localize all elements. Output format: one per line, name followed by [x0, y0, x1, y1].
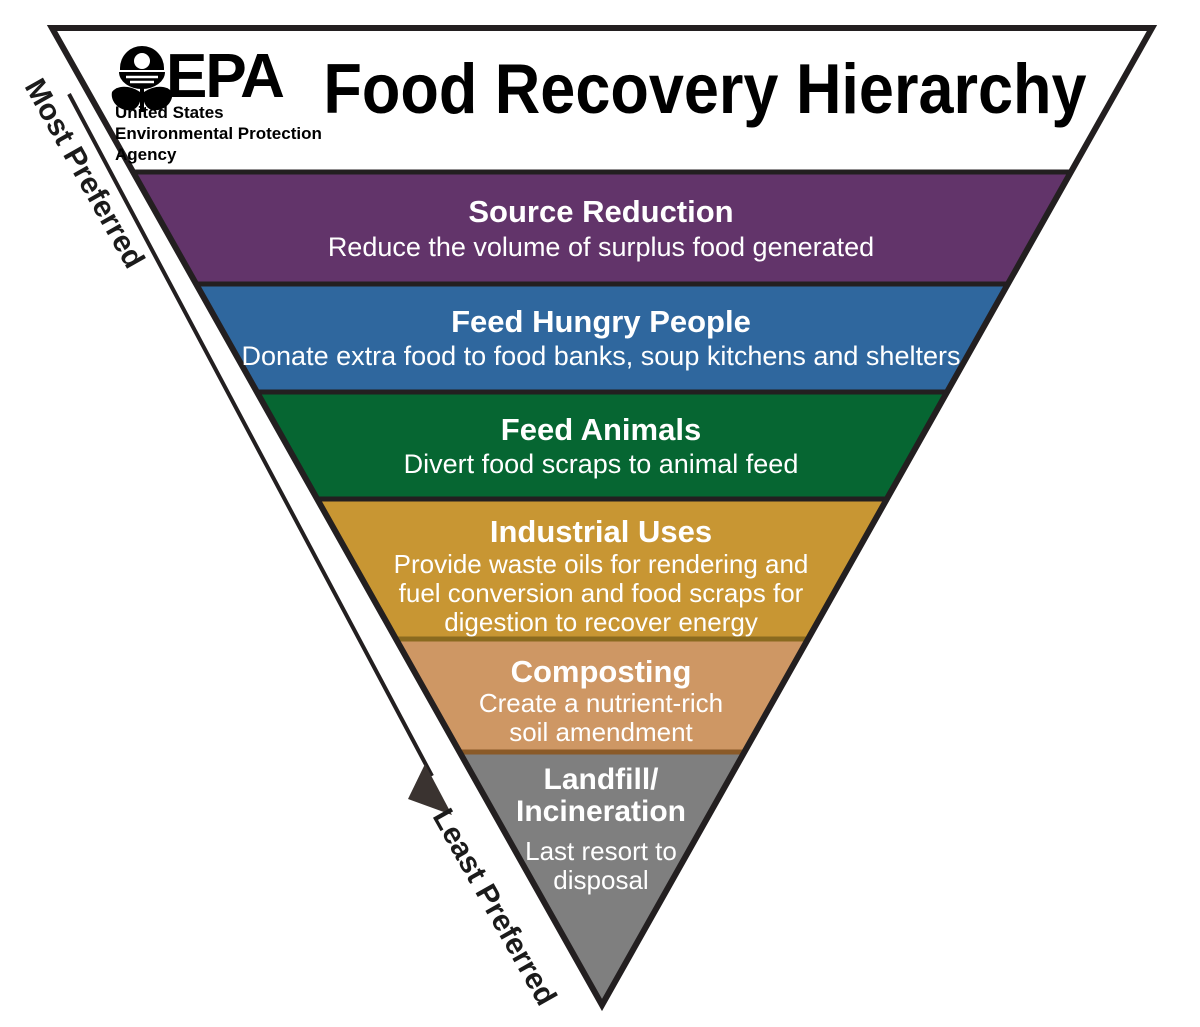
epa-agency-line-1: United States — [115, 103, 224, 122]
band-desc-composting-line-2: soil amendment — [509, 717, 693, 747]
epa-seal-icon — [111, 46, 173, 112]
band-feed-animals: Feed Animals Divert food scraps to anima… — [404, 412, 799, 479]
band-desc-landfill-line-1: Last resort to — [525, 836, 677, 866]
epa-logo: EPA United States Environmental Protecti… — [111, 42, 322, 164]
band-title-feed-animals: Feed Animals — [501, 412, 701, 447]
preference-direction-arrow — [67, 93, 452, 815]
band-landfill-incineration: Landfill/ Incineration Last resort to di… — [516, 763, 686, 895]
band-title-feed-hungry-people: Feed Hungry People — [451, 304, 751, 339]
band-desc-feed-hungry-people: Donate extra food to food banks, soup ki… — [242, 341, 961, 371]
band-fill-source-reduction — [52, 172, 1152, 284]
band-desc-industrial-uses-line-1: Provide waste oils for rendering and — [394, 549, 809, 579]
band-desc-industrial-uses-line-2: fuel conversion and food scraps for — [399, 578, 804, 608]
band-desc-source-reduction: Reduce the volume of surplus food genera… — [328, 232, 874, 262]
band-composting: Composting Create a nutrient-rich soil a… — [479, 654, 723, 747]
band-source-reduction: Source Reduction Reduce the volume of su… — [328, 194, 874, 262]
band-desc-landfill-line-2: disposal — [553, 865, 648, 895]
band-desc-composting-line-1: Create a nutrient-rich — [479, 688, 723, 718]
band-desc-industrial-uses-line-3: digestion to recover energy — [444, 607, 758, 637]
band-title-composting: Composting — [511, 654, 692, 689]
band-industrial-uses: Industrial Uses Provide waste oils for r… — [394, 514, 809, 637]
band-title-source-reduction: Source Reduction — [468, 194, 733, 229]
epa-agency-line-2: Environmental Protection — [115, 124, 322, 143]
band-title-landfill: Landfill/ — [544, 763, 660, 796]
band-desc-feed-animals: Divert food scraps to animal feed — [404, 449, 799, 479]
band-title-industrial-uses: Industrial Uses — [490, 514, 712, 549]
triangle-outline — [46, 25, 1158, 1012]
page-title: Food Recovery Hierarchy — [323, 50, 1086, 129]
epa-agency-line-3: Agency — [115, 145, 177, 164]
band-title-incineration: Incineration — [516, 795, 686, 828]
epa-wordmark: EPA — [166, 42, 284, 111]
band-feed-hungry-people: Feed Hungry People Donate extra food to … — [242, 304, 961, 371]
